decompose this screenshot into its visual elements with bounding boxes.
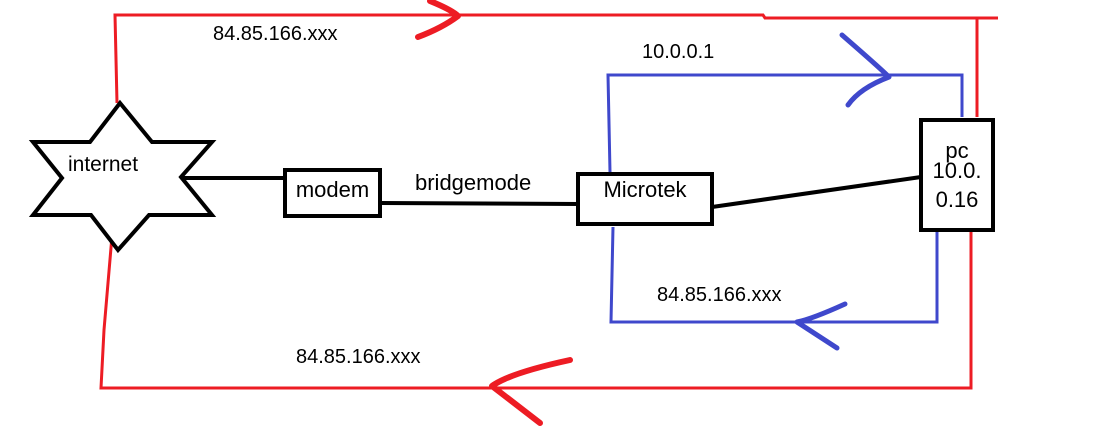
pc-box xyxy=(919,118,995,232)
wan-route-top-line xyxy=(113,13,998,104)
router-node-label: Microtek xyxy=(603,177,687,202)
lan-top-arrowhead-right-icon xyxy=(839,32,892,108)
modem-node-label: modem xyxy=(295,177,370,202)
modem-router-link-line xyxy=(379,201,581,206)
internet-node-label: internet xyxy=(68,153,139,176)
internet-star-shape xyxy=(28,99,217,254)
wan-bottom-arrowhead-left-icon xyxy=(489,357,573,426)
pc-ip-label-line1: 10.0. xyxy=(932,158,982,183)
bridgemode-label: bridgemode xyxy=(415,170,532,195)
modem-box xyxy=(283,168,382,218)
lan-bottom-arrowhead-left-icon xyxy=(794,301,848,351)
router-box xyxy=(576,172,714,226)
router-pc-link-line xyxy=(711,175,922,209)
lan-top-ip-label: 10.0.0.1 xyxy=(642,41,715,63)
lan-bottom-ip-label: 84.85.166.xxx xyxy=(657,284,782,306)
wan-top-ip-label: 84.85.166.xxx xyxy=(213,23,338,45)
lan-route-top-line xyxy=(606,73,964,173)
pc-ip-label-line2: 0.16 xyxy=(935,187,979,212)
pc-node-label: pc xyxy=(945,138,969,163)
wan-route-bottom-line xyxy=(99,231,973,390)
lan-route-bottom-line xyxy=(609,226,939,324)
wan-top-arrowhead-right-icon xyxy=(415,0,461,40)
wan-bottom-ip-label: 84.85.166.xxx xyxy=(296,346,421,368)
